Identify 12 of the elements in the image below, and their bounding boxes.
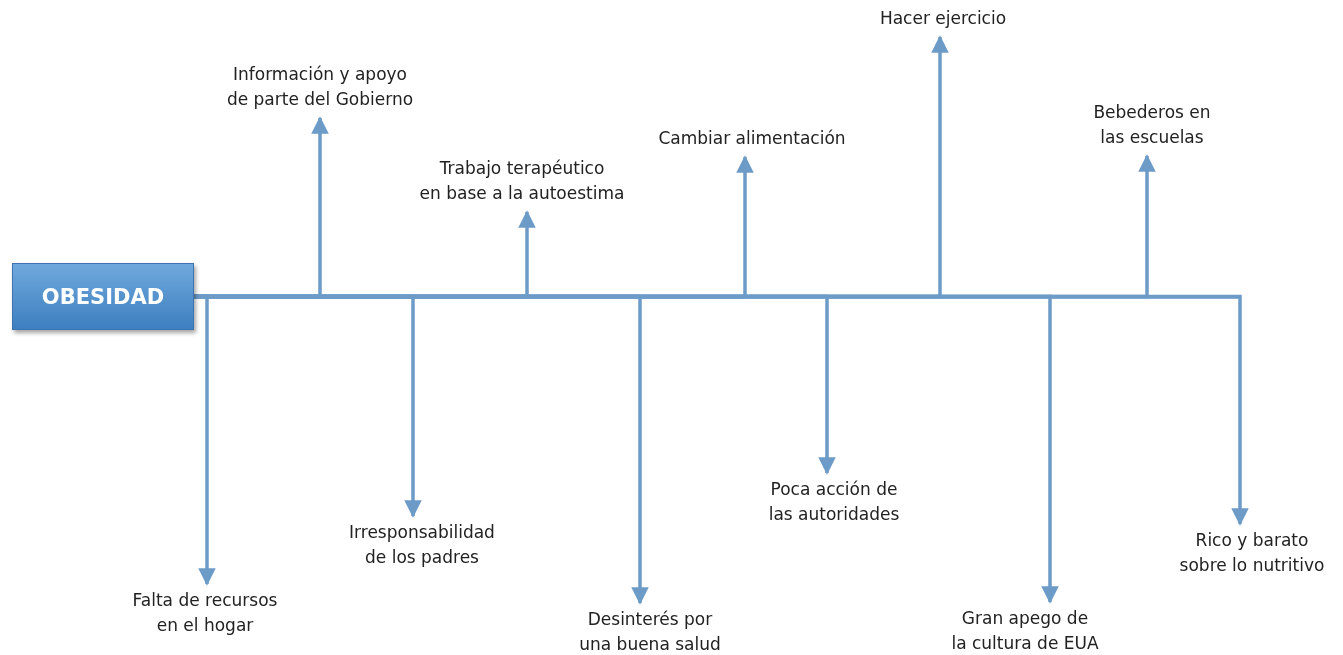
branch-label: Falta de recursos en el hogar	[132, 588, 278, 638]
branch-label: Poca acción de las autoridades	[768, 477, 900, 527]
branch-label: Información y apoyo de parte del Gobierno	[226, 62, 414, 112]
branch-label: Cambiar alimentación	[658, 126, 846, 151]
branch-label: Irresponsabilidad de los padres	[349, 520, 495, 570]
branch-label: Trabajo terapéutico en base a la autoestima	[419, 156, 625, 206]
title-box: OBESIDAD	[12, 263, 194, 330]
branch-label: Rico y barato sobre lo nutritivo	[1179, 528, 1325, 578]
branch-label: Hacer ejercicio	[879, 6, 1007, 31]
branch-label: Gran apego de la cultura de EUA	[951, 606, 1099, 655]
branch-label: Bebederos en las escuelas	[1093, 100, 1211, 150]
branch-label: Desinterés por una buena salud	[579, 607, 721, 655]
